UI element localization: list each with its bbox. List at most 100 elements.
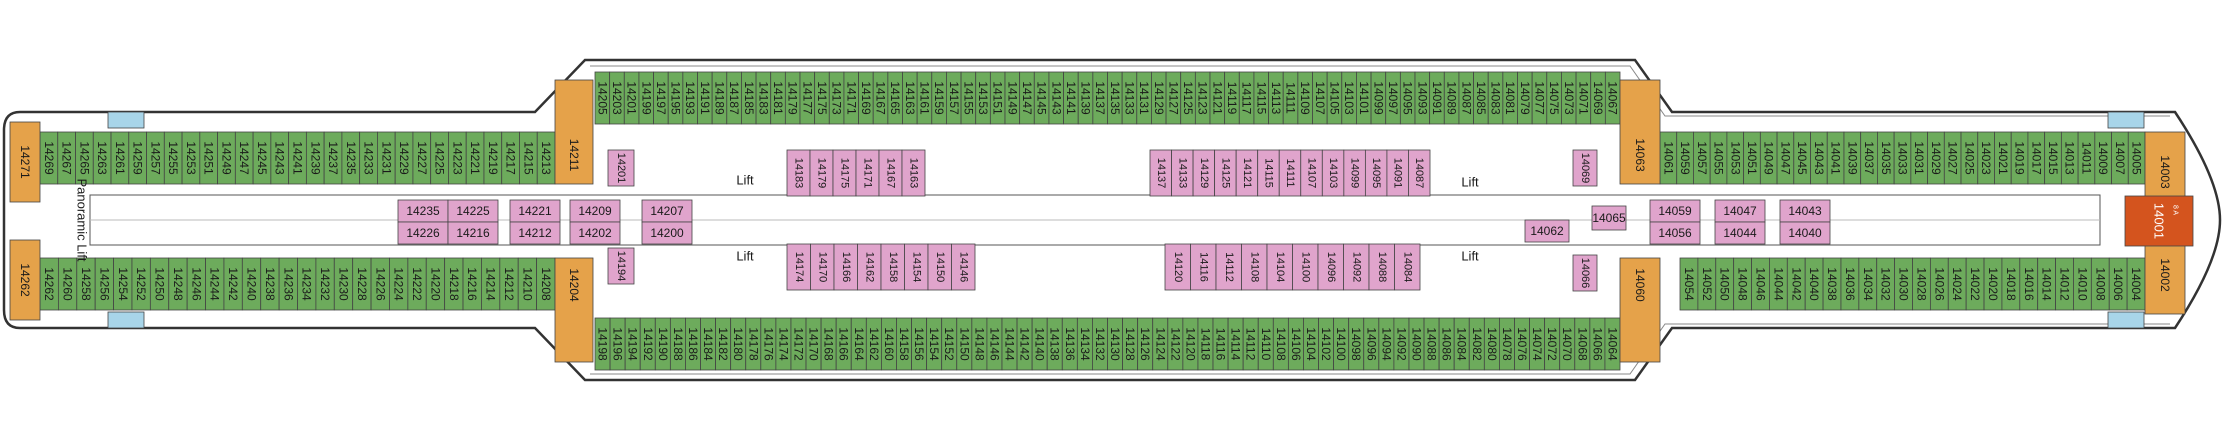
suite-right-top[interactable] [1619,79,1661,185]
top-mid-cabin-label-14093: 14093 [1415,81,1429,115]
inside-bottom-b-cabin-14116[interactable] [1190,243,1217,291]
inside-bottom-b-cabin-14104[interactable] [1266,243,1293,291]
top-mid-cabin-label-14147: 14147 [1020,81,1034,115]
bottom-right-cabin-label-14052: 14052 [1700,267,1714,301]
bottom-left-cabin-label-14252: 14252 [134,267,148,301]
inside-bottom-b-cabin-14120[interactable] [1164,243,1191,291]
inside-cabin-14069[interactable] [1572,149,1598,187]
top-right-cabin-label-14039: 14039 [1845,141,1859,175]
top-left-cabin-label-14229: 14229 [397,141,411,175]
suite-right-bottom[interactable] [1619,257,1661,363]
inside-cabin-14062[interactable] [1524,219,1570,243]
bottom-mid-cabin-label-14168: 14168 [822,327,836,361]
top-left-cabin-label-14223: 14223 [450,141,464,175]
bottom-left-cabin-label-14236: 14236 [281,267,295,301]
inside-cabin-14044[interactable] [1714,221,1766,245]
top-mid-cabin-label-14075: 14075 [1547,81,1561,115]
top-left-cabin-label-14249: 14249 [219,141,233,175]
grand-suite-14001[interactable] [2124,195,2194,247]
bottom-left-cabin-label-14232: 14232 [318,267,332,301]
top-mid-cabin-label-14095: 14095 [1401,81,1415,115]
suite-label-left-bottom: 14204 [567,268,581,302]
top-left-cabin-label-14263: 14263 [95,141,109,175]
inside-bottom-a-cabin-14146[interactable] [951,243,976,291]
inside-bottom-b-label-14092: 14092 [1350,252,1362,283]
top-left-cabin-label-14227: 14227 [415,141,429,175]
suite-end-bottom[interactable] [9,239,41,321]
inside-cabin-14194[interactable] [607,247,635,285]
top-mid-cabin-label-14081: 14081 [1503,81,1517,115]
inside-bottom-a-label-14166: 14166 [840,252,852,283]
bottom-mid-cabin-label-14190: 14190 [656,327,670,361]
bottom-right-cabin-label-14018: 14018 [2004,267,2018,301]
inside-label-14226: 14226 [406,226,440,240]
suite-bow-bottom[interactable] [2144,235,2186,315]
inside-bottom-b-cabin-14084[interactable] [1394,243,1421,291]
inside-top-b-label-14107: 14107 [1306,158,1318,189]
top-left-cabin-label-14221: 14221 [468,141,482,175]
top-left-cabin-label-14233: 14233 [362,141,376,175]
bottom-mid-cabin-label-14108: 14108 [1274,327,1288,361]
top-mid-cabin-label-14155: 14155 [961,81,975,115]
inside-cabin-14066[interactable] [1572,254,1598,292]
inside-bottom-b-cabin-14108[interactable] [1241,243,1268,291]
bottom-mid-cabin-label-14164: 14164 [852,327,866,361]
inside-cabin-14040[interactable] [1779,221,1831,245]
inside-cabin-14202[interactable] [569,221,621,245]
bottom-right-cabin-label-14046: 14046 [1753,267,1767,301]
bottom-mid-cabin-label-14128: 14128 [1123,327,1137,361]
grand-suite-label: 14001 [2152,203,2167,239]
bottom-mid-cabin-label-14094: 14094 [1379,327,1393,361]
bottom-mid-cabin-label-14134: 14134 [1078,327,1092,361]
top-left-cabin-label-14253: 14253 [184,141,198,175]
top-mid-cabin-label-14205: 14205 [595,81,609,115]
top-mid-cabin-label-14131: 14131 [1137,81,1151,115]
top-left-cabin-label-14237: 14237 [326,141,340,175]
bottom-mid-cabin-label-14174: 14174 [776,327,790,361]
inside-top-b-label-14115: 14115 [1262,158,1274,188]
suite-left-top[interactable] [554,79,594,185]
top-mid-cabin-label-14175: 14175 [815,81,829,115]
bottom-left-cabin-label-14208: 14208 [539,267,553,301]
inside-top-b-label-14099: 14099 [1349,158,1361,189]
top-right-cabin-label-14015: 14015 [2046,141,2060,175]
suite-label-left-top: 14211 [567,139,581,172]
inside-bottom-b-cabin-14088[interactable] [1368,243,1395,291]
inside-bottom-b-cabin-14092[interactable] [1343,243,1370,291]
inside-label-14043: 14043 [1788,204,1822,218]
suite-left-bottom[interactable] [554,257,594,363]
bottom-right-cabin-label-14050: 14050 [1718,267,1732,301]
inside-top-b-cabin-14087[interactable] [1408,149,1431,197]
inside-cabin-14065[interactable] [1591,205,1627,231]
bottom-left-cabin-label-14220: 14220 [428,267,442,301]
top-right-cabin-label-14049: 14049 [1762,141,1776,175]
inside-cabin-14212[interactable] [509,221,561,245]
top-mid-cabin-label-14129: 14129 [1152,81,1166,115]
inside-top-a-cabin-14163[interactable] [901,149,926,197]
inside-bottom-b-cabin-14100[interactable] [1292,243,1319,291]
top-mid-cabin-label-14113: 14113 [1269,82,1283,115]
top-mid-cabin-label-14085: 14085 [1474,81,1488,115]
top-mid-cabin-label-14071: 14071 [1576,81,1590,115]
top-right-cabin-label-14005: 14005 [2130,141,2144,175]
inside-bottom-a-label-14150: 14150 [934,252,946,283]
inside-label-14056: 14056 [1658,226,1692,240]
inside-cabin-14216[interactable] [447,221,499,245]
top-right-cabin-label-14053: 14053 [1728,141,1742,175]
inside-cabin-14201[interactable] [607,149,635,187]
top-right-cabin-label-14041: 14041 [1829,141,1843,175]
bottom-mid-cabin-label-14170: 14170 [807,327,821,361]
top-left-cabin-label-14213: 14213 [539,141,553,175]
suite-end-top[interactable] [9,121,41,203]
inside-bottom-b-cabin-14096[interactable] [1317,243,1344,291]
bottom-mid-cabin-label-14182: 14182 [716,327,730,361]
top-left-cabin-label-14269: 14269 [42,141,56,175]
bottom-mid-cabin-label-14196: 14196 [611,327,625,361]
bottom-right-cabin-label-14014: 14014 [2040,267,2054,301]
inside-bottom-b-label-14096: 14096 [1325,252,1337,283]
bottom-mid-cabin-label-14078: 14078 [1500,327,1514,361]
inside-cabin-14056[interactable] [1649,221,1701,245]
top-mid-cabin-label-14165: 14165 [888,81,902,115]
bottom-left-cabin-label-14226: 14226 [373,267,387,301]
inside-cabin-14200[interactable] [641,221,693,245]
